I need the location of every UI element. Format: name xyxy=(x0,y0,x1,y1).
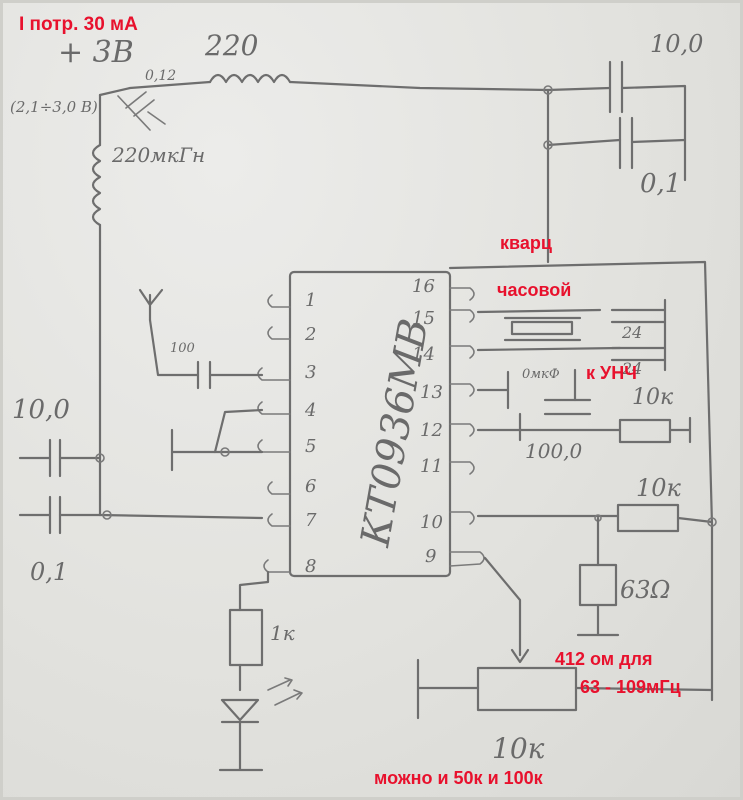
svg-text:5: 5 xyxy=(305,436,316,457)
svg-text:1: 1 xyxy=(305,290,316,311)
svg-text:6: 6 xyxy=(305,476,316,497)
cap-left-2-label: 0,1 xyxy=(30,558,68,586)
resistor-note-line1: 412 ом для xyxy=(555,649,653,669)
cap-antenna-label: 100 xyxy=(170,341,195,356)
svg-text:11: 11 xyxy=(420,456,443,477)
current-annotation: I потр. 30 мА xyxy=(19,14,138,35)
svg-text:4: 4 xyxy=(304,400,316,421)
svg-text:2: 2 xyxy=(304,324,316,345)
quartz-cap-b-label: 24 xyxy=(621,359,642,378)
chip-right-pins xyxy=(449,287,485,567)
quartz-annotation: кварц xyxy=(500,233,552,253)
top-right-caps xyxy=(543,60,687,264)
supply-voltage-label: + 3В xyxy=(58,35,134,70)
resistor-pin12-label: 10к xyxy=(632,385,674,410)
supply-resistor-label: 0,12 xyxy=(145,68,176,84)
svg-text:7: 7 xyxy=(305,510,317,531)
svg-text:3: 3 xyxy=(305,362,316,383)
pot-note-annotation: можно и 50к и 100к xyxy=(374,768,543,788)
svg-text:13: 13 xyxy=(420,382,443,403)
chip-left-pins xyxy=(257,294,291,573)
right-network xyxy=(416,260,717,720)
quartz-cap-a-label: 24 xyxy=(621,323,642,342)
cap-top-right-2-label: 0,1 xyxy=(640,169,681,199)
watch-annotation: часовой xyxy=(497,280,572,300)
cap-pin12-label: 100,0 xyxy=(525,439,583,463)
chip-pin-numbers: 1 2 3 4 5 6 7 8 16 15 14 13 12 11 10 9 xyxy=(304,276,443,577)
resistor-led-label: 1к xyxy=(270,621,295,645)
inductor-top-label: 220 xyxy=(204,29,258,62)
pot-label: 10к xyxy=(492,732,545,765)
svg-text:9: 9 xyxy=(425,546,436,567)
inductor-side-label: 220мкГн xyxy=(111,143,205,167)
left-network xyxy=(18,288,303,772)
svg-text:14: 14 xyxy=(412,344,435,365)
cap-left-1-label: 10,0 xyxy=(12,395,70,425)
to-amplifier-annotation: к УНЧ xyxy=(586,363,637,383)
cap-pin13-label: 0мкФ xyxy=(522,367,560,382)
supply-range-label: (2,1÷3,0 В) xyxy=(10,98,98,116)
svg-text:8: 8 xyxy=(305,556,316,577)
power-section xyxy=(91,73,612,517)
svg-text:15: 15 xyxy=(412,308,435,329)
resistor-note-line2: 63 - 109мГц xyxy=(580,677,681,697)
resistor-out-label: 10к xyxy=(636,474,682,502)
svg-text:10: 10 xyxy=(420,512,443,533)
svg-text:16: 16 xyxy=(412,276,435,297)
svg-text:12: 12 xyxy=(420,420,443,441)
cap-top-right-1-label: 10,0 xyxy=(650,30,703,58)
resistor-load-label: 63Ω xyxy=(620,576,670,604)
